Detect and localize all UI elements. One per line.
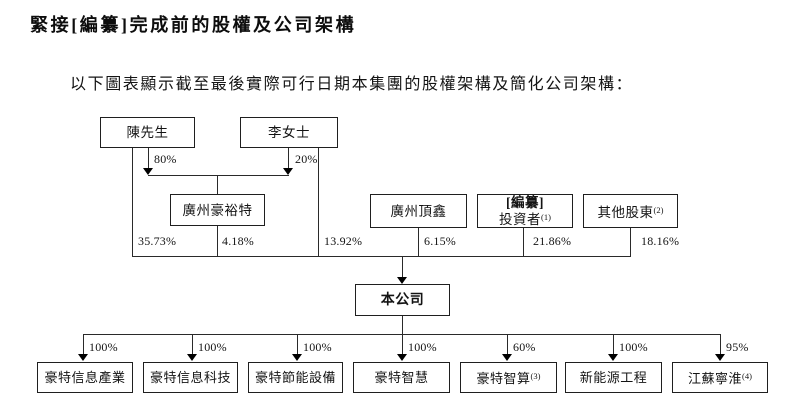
line-connector-to-haoyute xyxy=(217,175,218,194)
node-subsidiary-5: 豪特智算(3) xyxy=(460,362,557,393)
arrow-sub-4 xyxy=(397,354,407,361)
node-company: 本公司 xyxy=(355,284,450,316)
line-haoyute-connector xyxy=(148,175,289,176)
arrow-sub-7 xyxy=(715,354,725,361)
line-haoyute-down xyxy=(217,226,218,256)
holding-li-haoyute: 20% xyxy=(295,152,318,166)
arrow-sub-5 xyxy=(502,354,512,361)
line-aggregation xyxy=(132,256,631,257)
node-li-label: 李女士 xyxy=(268,125,310,140)
node-investors-label-line2: 投資者(1) xyxy=(499,211,551,227)
arrow-li-to-haoyute xyxy=(283,168,293,175)
holding-others-direct: 18.16% xyxy=(641,234,680,248)
node-subsidiary-5-label: 豪特智算(3) xyxy=(476,371,541,386)
arrow-sub-2 xyxy=(187,354,197,361)
line-li-to-haoyute xyxy=(288,148,289,169)
line-dingxin-down xyxy=(418,228,419,256)
holding-li-direct: 13.92% xyxy=(324,234,363,248)
note-ref-1: (1) xyxy=(541,211,551,222)
holding-sub-3: 100% xyxy=(303,340,332,354)
line-sub-6 xyxy=(613,334,614,355)
holding-chen-direct: 35.73% xyxy=(138,234,177,248)
line-sub-1 xyxy=(83,334,84,355)
node-subsidiary-6: 新能源工程 xyxy=(565,362,662,393)
node-dingxin: 廣州頂鑫 xyxy=(370,194,467,228)
node-li: 李女士 xyxy=(240,117,338,148)
arrow-to-company xyxy=(397,277,407,284)
node-company-label: 本公司 xyxy=(380,292,425,308)
arrow-sub-6 xyxy=(608,354,618,361)
node-dingxin-label: 廣州頂鑫 xyxy=(390,203,447,219)
node-subsidiary-3-label: 豪特節能設備 xyxy=(254,370,336,385)
node-subsidiary-3: 豪特節能設備 xyxy=(248,362,343,393)
node-investors-label-line1: [編纂] xyxy=(506,194,544,210)
holding-sub-1: 100% xyxy=(89,340,118,354)
node-haoyute: 廣州豪裕特 xyxy=(170,194,265,226)
note-ref-2: (2) xyxy=(653,204,664,215)
arrow-sub-1 xyxy=(78,354,88,361)
node-subsidiary-1-label: 豪特信息產業 xyxy=(44,370,126,385)
holding-dingxin-direct: 6.15% xyxy=(424,234,456,248)
arrow-chen-to-haoyute xyxy=(143,168,153,175)
node-subsidiary-1: 豪特信息產業 xyxy=(37,362,133,393)
holding-sub-6: 100% xyxy=(619,340,648,354)
node-subsidiary-4: 豪特智慧 xyxy=(353,362,450,393)
node-subsidiary-4-label: 豪特智慧 xyxy=(374,370,429,385)
note-ref-4: (4) xyxy=(742,371,752,381)
holding-sub-2: 100% xyxy=(198,340,227,354)
page-subtitle: 以下圖表顯示截至最後實際可行日期本集團的股權架構及簡化公司架構： xyxy=(70,76,634,93)
line-chen-direct xyxy=(132,148,133,256)
holding-sub-5: 60% xyxy=(513,340,536,354)
line-sub-3 xyxy=(297,334,298,355)
line-sub-4 xyxy=(402,334,403,355)
holding-sub-4: 100% xyxy=(408,340,437,354)
holding-investors-direct: 21.86% xyxy=(533,234,572,248)
line-company-down xyxy=(402,316,403,334)
holding-sub-7: 95% xyxy=(726,340,749,354)
line-li-direct xyxy=(318,148,319,256)
node-chen-label: 陳先生 xyxy=(126,125,169,140)
line-sub-5 xyxy=(507,334,508,355)
line-sub-2 xyxy=(192,334,193,355)
node-chen: 陳先生 xyxy=(100,117,195,148)
node-others: 其他股東(2) xyxy=(583,194,678,228)
line-to-company xyxy=(402,256,403,278)
arrow-sub-3 xyxy=(292,354,302,361)
node-subsidiary-7: 江蘇寧淮(4) xyxy=(672,362,768,393)
node-subsidiary-7-label: 江蘇寧淮(4) xyxy=(688,371,752,386)
node-others-label: 其他股東(2) xyxy=(597,204,664,220)
line-others-down xyxy=(630,228,631,256)
note-ref-3: (3) xyxy=(530,371,541,381)
node-subsidiary-6-label: 新能源工程 xyxy=(579,370,648,385)
line-chen-to-haoyute xyxy=(148,148,149,169)
node-haoyute-label: 廣州豪裕特 xyxy=(182,202,253,218)
node-subsidiary-2-label: 豪特信息科技 xyxy=(149,370,231,385)
line-investors-down xyxy=(523,228,524,256)
holding-chen-haoyute: 80% xyxy=(154,152,177,166)
node-investors: [編纂] 投資者(1) xyxy=(477,194,573,228)
holding-haoyute-direct: 4.18% xyxy=(222,234,254,248)
page-title: 緊接[編纂]完成前的股權及公司架構 xyxy=(30,15,357,35)
line-sub-7 xyxy=(720,334,721,355)
node-subsidiary-2: 豪特信息科技 xyxy=(143,362,238,393)
